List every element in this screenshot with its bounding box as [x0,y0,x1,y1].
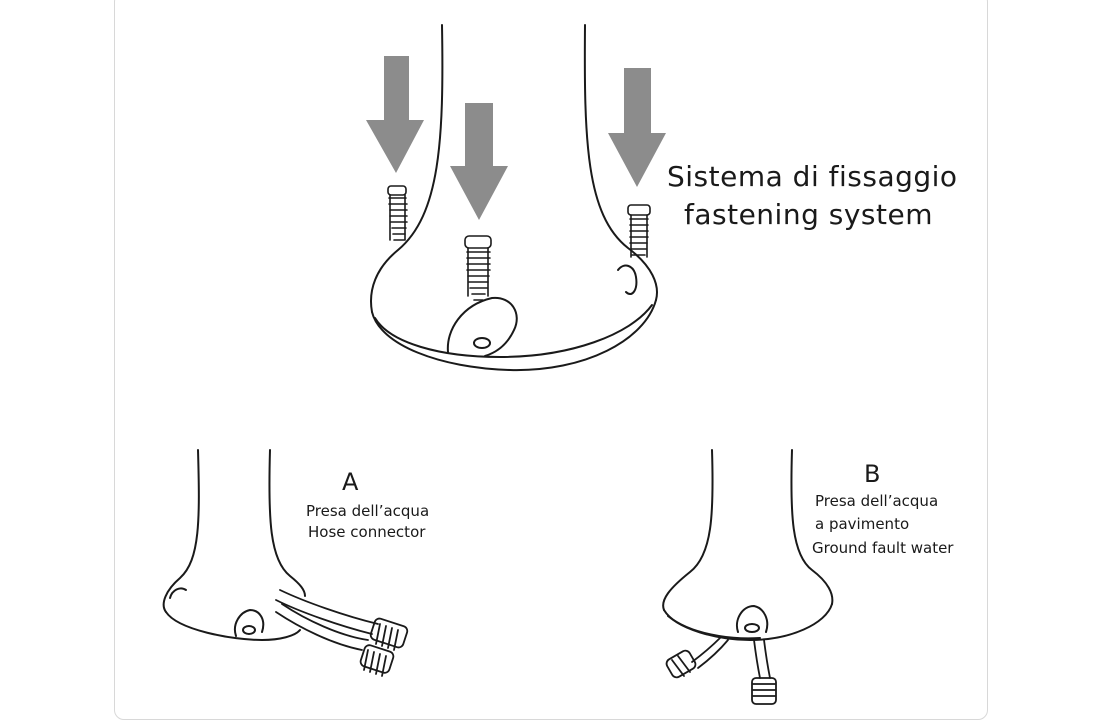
variant-b-letter: B [864,460,881,488]
variant-a-letter: A [342,468,359,496]
screw-hole-front-b [736,605,769,633]
variant-a-line1: Presa dell’acqua [306,502,430,520]
variant-b-line3: Ground fault water [812,539,954,557]
side-hole-left [169,587,187,599]
shower-base-top [370,24,658,372]
hole-front [473,337,491,349]
screw-hole-front-a [234,609,265,637]
shower-base-b [662,449,834,641]
variant-a-line2: Hose connector [308,523,426,541]
fastening-title-line2: fastening system [684,198,933,231]
screw-left [387,185,408,241]
screw-hole-right [617,264,638,295]
variant-b-line1: Presa dell’acqua [815,492,939,510]
arrow-right [608,68,666,187]
hose-connector [275,589,409,677]
screw-center [464,235,492,301]
diagram-card [114,0,988,720]
variant-b-line2: a pavimento [815,515,910,533]
shower-base-a [162,449,306,641]
screw-hole-front [446,296,518,357]
ground-water-connector [665,637,777,705]
fastening-title-line1: Sistema di fissaggio [667,160,958,193]
arrow-center [450,103,508,220]
screw-right [627,204,651,258]
arrow-left [366,56,424,173]
